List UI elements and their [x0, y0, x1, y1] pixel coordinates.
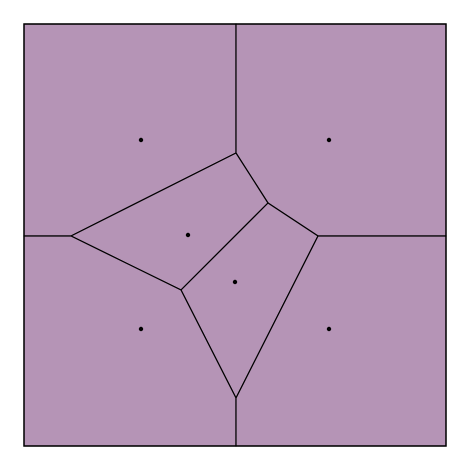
voronoi-cells — [23, 23, 447, 447]
site-center-left — [185, 232, 191, 238]
voronoi-sites — [138, 137, 332, 332]
site-bottom-right — [326, 326, 332, 332]
site-top-right — [326, 137, 332, 143]
diagram-frame — [23, 23, 447, 447]
site-top-left — [138, 137, 144, 143]
site-center — [232, 279, 238, 285]
site-bottom-left — [138, 326, 144, 332]
